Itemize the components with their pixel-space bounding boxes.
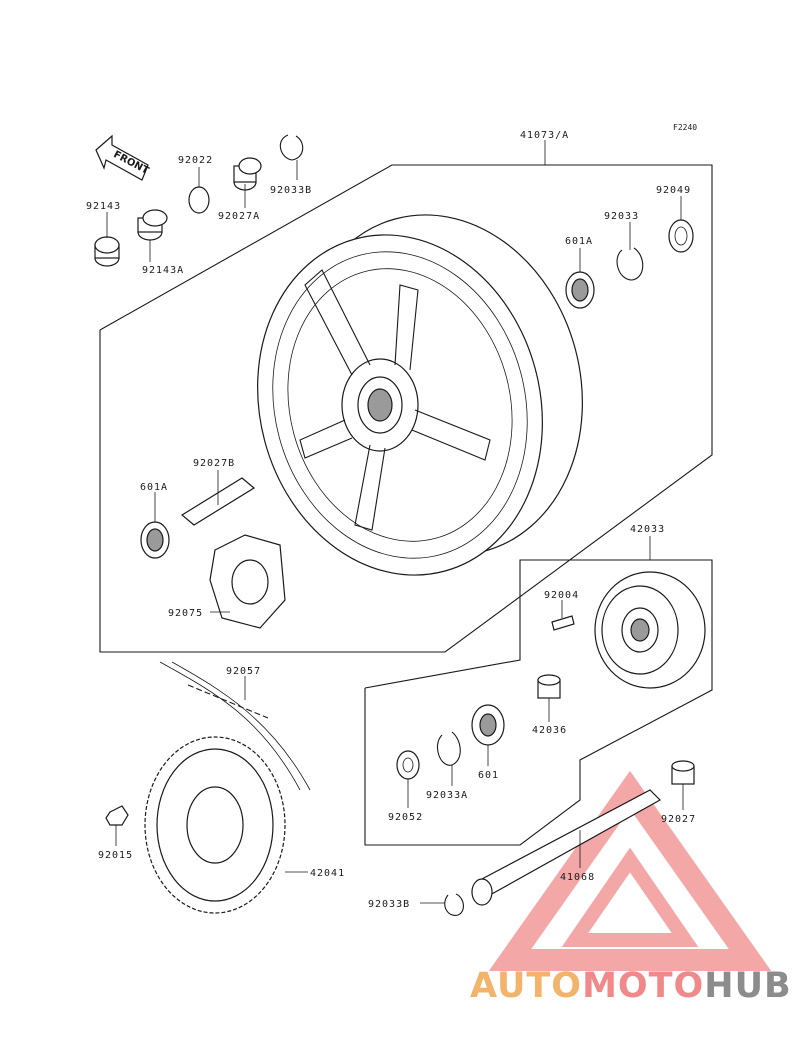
label-92057: 92057	[226, 666, 261, 677]
wheel-assembly-box	[99, 164, 713, 653]
label-41073a: 41073/A	[520, 130, 569, 141]
circlip-92033b-bottom-icon	[444, 893, 464, 916]
damper-92075-icon	[209, 534, 286, 629]
axle-41068-icon	[471, 789, 661, 906]
bearing-601a-left-icon	[140, 521, 170, 559]
label-92052: 92052	[388, 812, 423, 823]
label-42033: 42033	[630, 524, 665, 535]
hub-assembly-box	[364, 559, 713, 846]
circlip-92033b-icon	[279, 134, 304, 161]
circlip-92033a-icon	[437, 731, 461, 766]
collar-92027-icon	[671, 760, 695, 785]
label-92027a: 92027A	[218, 211, 260, 222]
sprocket-42041-icon	[144, 736, 286, 914]
watermark-part3: HUB	[704, 966, 791, 1006]
watermark-text: AUTOMOTOHUB	[470, 966, 792, 1006]
label-92022: 92022	[178, 155, 213, 166]
nut-92015-icon	[105, 805, 129, 826]
collar-92143a-icon	[137, 209, 168, 241]
watermark-logo-icon	[488, 770, 772, 971]
leader-lines	[106, 140, 684, 904]
label-92033b-top: 92033B	[270, 185, 312, 196]
label-92033a: 92033A	[426, 790, 468, 801]
label-92075: 92075	[168, 608, 203, 619]
label-41068: 41068	[560, 872, 595, 883]
circlip-92033-icon	[616, 247, 644, 281]
sprocket-hub-42033-icon	[594, 571, 706, 689]
watermark-part1: AUTO	[470, 966, 582, 1006]
figure-code: F2240	[673, 123, 697, 132]
label-92033: 92033	[604, 211, 639, 222]
label-92049: 92049	[656, 185, 691, 196]
label-92015: 92015	[98, 850, 133, 861]
bearing-601a-icon	[565, 271, 595, 309]
label-92004: 92004	[544, 590, 579, 601]
label-601: 601	[478, 770, 499, 781]
label-92027: 92027	[661, 814, 696, 825]
bushing-92143-icon	[94, 236, 120, 267]
label-92027b: 92027B	[193, 458, 235, 469]
bearing-601-icon	[471, 704, 505, 746]
seal-92052-icon	[396, 750, 420, 780]
stud-92004-icon	[551, 615, 575, 631]
label-601a-top: 601A	[565, 236, 593, 247]
chain-92057-icon	[159, 661, 311, 791]
collar-92027a-icon	[233, 157, 262, 191]
label-42036: 42036	[532, 725, 567, 736]
label-92143a: 92143A	[142, 265, 184, 276]
seal-92049-icon	[668, 219, 694, 253]
label-92143: 92143	[86, 201, 121, 212]
watermark-part2: MOTO	[582, 966, 704, 1006]
label-601a-left: 601A	[140, 482, 168, 493]
rear-wheel	[257, 214, 583, 576]
collar-42036-icon	[537, 674, 561, 699]
label-42041: 42041	[310, 868, 345, 879]
washer-92022-icon	[188, 186, 210, 214]
front-arrow-icon: FRONT	[95, 134, 151, 181]
label-92033b-bottom: 92033B	[368, 899, 410, 910]
